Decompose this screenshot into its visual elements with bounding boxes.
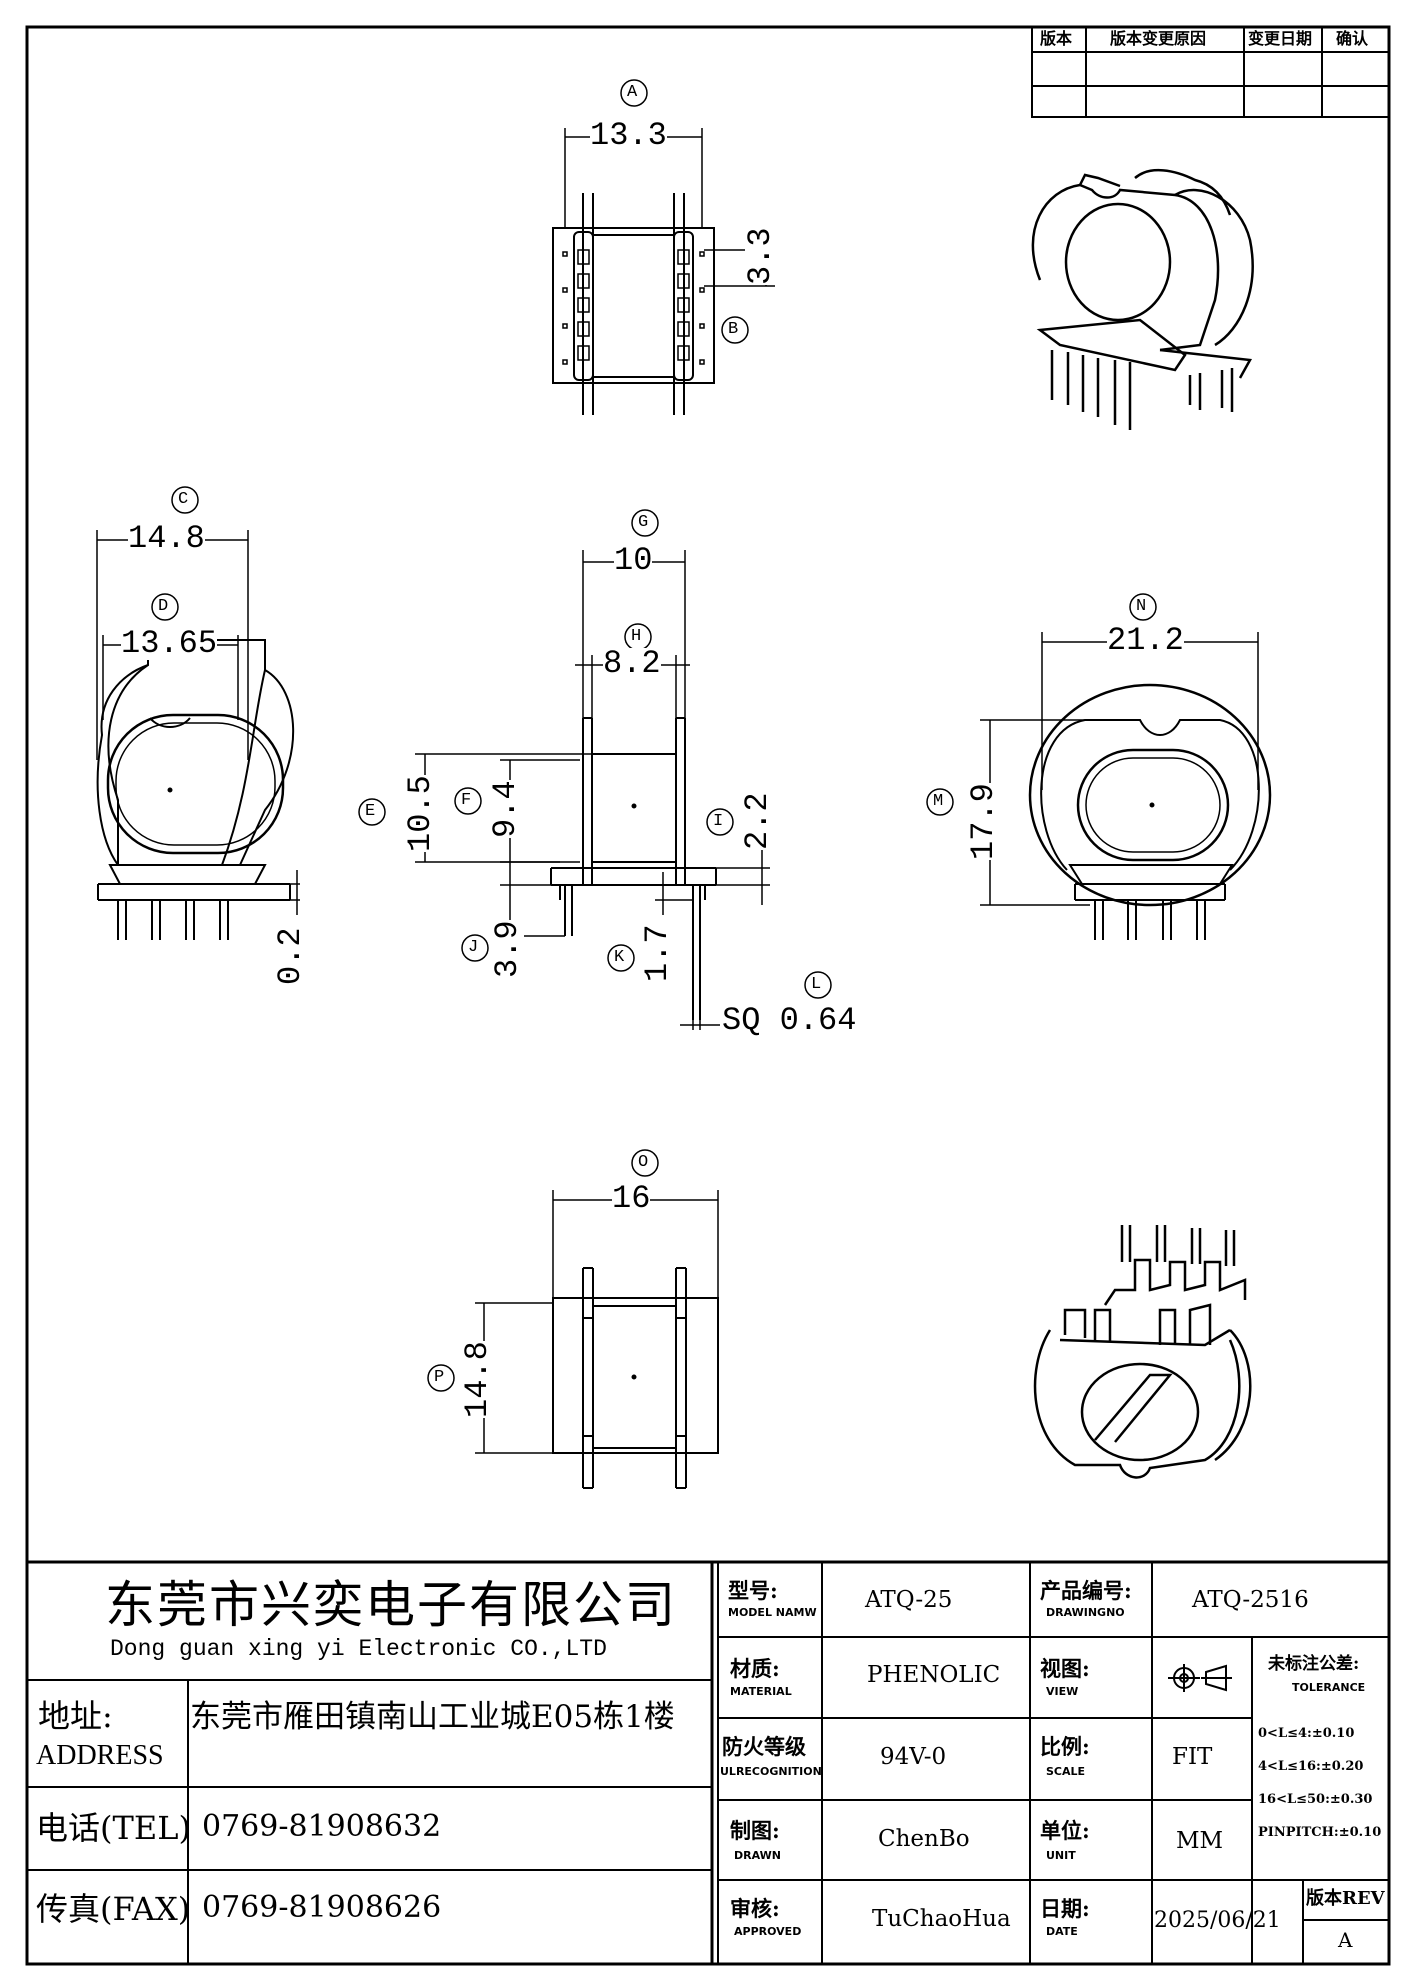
drawing-value: ATQ-2516 [1192, 1587, 1309, 1613]
address-label-cn: 地址: [38, 1697, 113, 1735]
tel-label: 电话(TEL) [36, 1809, 191, 1847]
dim-circle-o: O [638, 1153, 649, 1172]
address-label-en: ADDRESS [36, 1740, 164, 1771]
front-view [415, 550, 770, 1030]
dim-k-value: 1.7 [639, 924, 676, 982]
dim-circle-i: I [713, 812, 724, 831]
left-view [96, 530, 300, 940]
tolerance-row-2: 4<L≤16:±0.20 [1258, 1759, 1364, 1774]
dim-circle-k: K [614, 948, 625, 967]
dim-n-value: 21.2 [1107, 622, 1184, 659]
view-symbol-icon [1168, 1664, 1232, 1692]
dim-e-value: 10.5 [402, 775, 439, 852]
date-value: 2025/06/21 [1154, 1908, 1281, 1933]
dim-circle-j: J [468, 938, 479, 957]
dim-circle-l: L [811, 975, 822, 994]
tel-value: 0769-81908632 [202, 1809, 442, 1844]
drawing-label-cn: 产品编号: [1040, 1578, 1132, 1603]
rev-header-confirm: 确认 [1336, 29, 1369, 48]
dim-circle-g: G [638, 513, 649, 532]
title-block-lines [27, 1560, 1389, 1964]
dim-a-value: 13.3 [590, 117, 667, 154]
iso-view-bottom [1033, 1225, 1252, 1479]
date-label-en: DATE [1046, 1925, 1078, 1938]
tolerance-label-cn: 未标注公差: [1268, 1654, 1360, 1674]
view-label-cn: 视图: [1040, 1656, 1090, 1681]
rev-label: 版本REV [1306, 1888, 1385, 1909]
dim-l-value: SQ 0.64 [722, 1002, 857, 1039]
dim-circle-b: B [728, 320, 739, 339]
model-value: ATQ-25 [865, 1587, 953, 1613]
dim-circle-h: H [631, 627, 642, 646]
dim-f-value: 9.4 [487, 780, 524, 838]
iso-view-top [1031, 168, 1254, 430]
dim-d-value: 13.65 [121, 625, 218, 662]
dim-h-value: 8.2 [603, 645, 661, 682]
tolerance-row-4: PINPITCH:±0.10 [1258, 1825, 1382, 1840]
rev-header-version: 版本 [1040, 29, 1073, 48]
dim-circle-p: P [434, 1368, 445, 1387]
scale-label-en: SCALE [1046, 1765, 1086, 1778]
model-label-en: MODEL NAMW [728, 1606, 817, 1619]
drawn-value: ChenBo [878, 1826, 970, 1852]
dim-extra-value: 0.2 [272, 927, 309, 985]
tolerance-row-3: 16<L≤50:±0.30 [1258, 1792, 1373, 1807]
company-name-en: Dong guan xing yi Electronic CO.,LTD [110, 1636, 607, 1662]
dim-b-value: 3.3 [742, 227, 779, 285]
dim-circle-c: C [178, 490, 189, 509]
approved-label-cn: 审核: [730, 1896, 780, 1921]
view-label-en: VIEW [1046, 1685, 1079, 1698]
rev-value: A [1338, 1928, 1353, 1952]
unit-label-cn: 单位: [1040, 1818, 1090, 1843]
fire-rating-label-cn: 防火等级 [722, 1734, 806, 1759]
dim-m-value: 17.9 [965, 783, 1002, 860]
fire-rating-label-en: ULRECOGNITION [720, 1765, 822, 1778]
approved-label-en: APPROVED [734, 1925, 802, 1938]
revision-table [1031, 26, 1390, 118]
address-value: 东莞市雁田镇南山工业城E05栋1楼 [190, 1699, 675, 1735]
drawing-label-en: DRAWINGNO [1046, 1606, 1125, 1619]
company-name-cn: 东莞市兴奕电子有限公司 [105, 1576, 677, 1634]
bottom-view [475, 1190, 719, 1489]
tolerance-row-1: 0<L≤4:±0.10 [1258, 1726, 1355, 1741]
dim-circle-a: A [627, 83, 638, 102]
material-value: PHENOLIC [867, 1662, 1001, 1688]
tolerance-label-en: TOLERANCE [1292, 1681, 1366, 1694]
scale-label-cn: 比例: [1040, 1734, 1090, 1759]
top-view [552, 128, 775, 415]
drawn-label-cn: 制图: [730, 1818, 780, 1843]
drawing-frame [25, 25, 1391, 1966]
unit-value: MM [1176, 1828, 1224, 1854]
material-label-en: MATERIAL [730, 1685, 792, 1698]
material-label-cn: 材质: [730, 1656, 780, 1681]
date-label-cn: 日期: [1040, 1896, 1090, 1921]
dim-c-value: 14.8 [128, 520, 205, 557]
dim-circle-f: F [461, 791, 472, 810]
scale-value: FIT [1172, 1744, 1213, 1770]
dim-p-value: 14.8 [459, 1341, 496, 1418]
dimension-circles [151, 79, 1157, 1392]
dim-circle-m: M [933, 792, 944, 811]
right-view [980, 632, 1272, 940]
dim-j-value: 3.9 [489, 920, 526, 978]
dim-g-value: 10 [614, 542, 653, 579]
drawn-label-en: DRAWN [734, 1849, 781, 1862]
fax-value: 0769-81908626 [202, 1890, 442, 1925]
dim-circle-n: N [1136, 597, 1147, 616]
approved-value: TuChaoHua [872, 1906, 1011, 1932]
fax-label: 传真(FAX) [36, 1890, 191, 1928]
rev-header-reason: 版本变更原因 [1110, 29, 1207, 48]
dim-circle-d: D [158, 597, 169, 616]
dim-o-value: 16 [612, 1180, 651, 1217]
unit-label-en: UNIT [1046, 1849, 1076, 1862]
rev-header-date: 变更日期 [1248, 29, 1313, 48]
dim-circle-e: E [365, 802, 376, 821]
fire-rating-value: 94V-0 [880, 1744, 947, 1770]
model-label-cn: 型号: [728, 1578, 778, 1603]
dim-i-value: 2.2 [739, 792, 776, 850]
